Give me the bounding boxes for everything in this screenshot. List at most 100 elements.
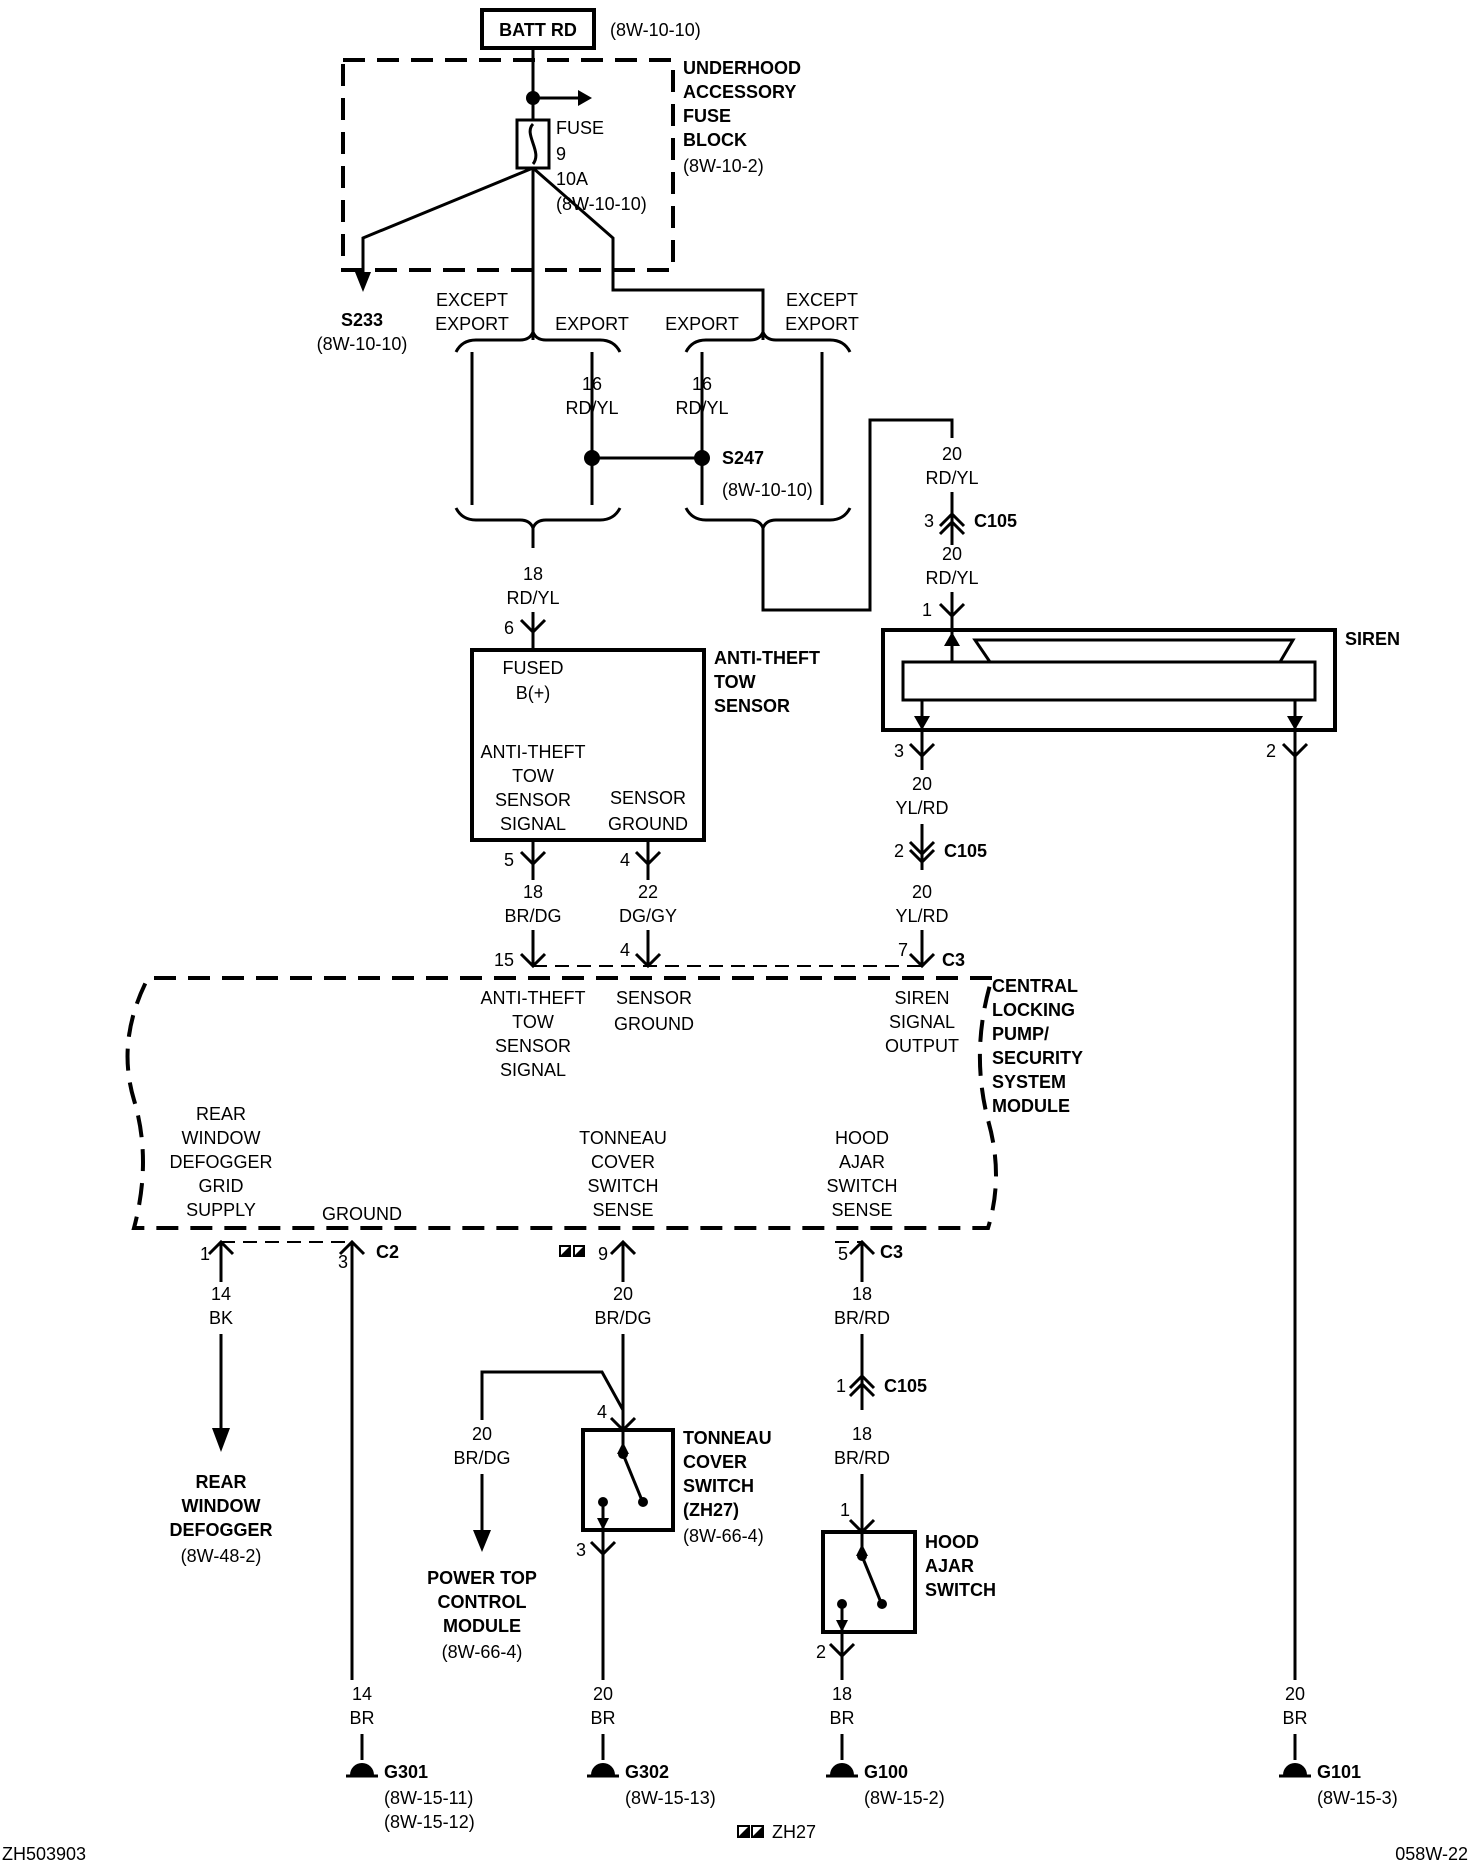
svg-text:FUSE: FUSE — [556, 118, 604, 138]
svg-text:UNDERHOOD: UNDERHOOD — [683, 58, 801, 78]
defogger-name: REAR WINDOW DEFOGGER — [169, 1472, 272, 1540]
g302-name: G302 — [625, 1762, 669, 1782]
svg-text:RD/YL: RD/YL — [506, 588, 559, 608]
tow-pin-5: 5 — [504, 850, 514, 870]
module-name: CENTRAL LOCKING PUMP/ SECURITY SYSTEM MO… — [992, 976, 1083, 1116]
svg-text:BR/DG: BR/DG — [594, 1308, 651, 1328]
siren-pin-3-connector — [908, 742, 936, 759]
svg-text:ANTI-THEFT: ANTI-THEFT — [481, 988, 586, 1008]
g100-ref: (8W-15-2) — [864, 1788, 945, 1808]
tonneau-pin-3: 3 — [576, 1540, 586, 1560]
g101-ref: (8W-15-3) — [1317, 1788, 1398, 1808]
c3-pin-5: 5 — [838, 1244, 848, 1264]
option-bracket-right — [684, 327, 852, 353]
svg-text:10A: 10A — [556, 169, 588, 189]
wire-20-br-g302: 20 BR — [590, 1684, 615, 1728]
svg-text:18: 18 — [852, 1284, 872, 1304]
s247-ref: (8W-10-10) — [722, 480, 813, 500]
svg-text:HOOD: HOOD — [835, 1128, 889, 1148]
hood-pin-1: 1 — [840, 1500, 850, 1520]
g101-name: G101 — [1317, 1762, 1361, 1782]
siren-pin-2: 2 — [1266, 741, 1276, 761]
s233-name: S233 — [341, 310, 383, 330]
svg-text:SWITCH: SWITCH — [683, 1476, 754, 1496]
svg-text:SIREN: SIREN — [894, 988, 949, 1008]
svg-text:22: 22 — [638, 882, 658, 902]
s247-name: S247 — [722, 448, 764, 468]
wire-20-brdg: 20 BR/DG — [594, 1284, 651, 1328]
svg-text:GROUND: GROUND — [614, 1014, 694, 1034]
power-top-arrow — [473, 1530, 491, 1552]
hood-pin-2: 2 — [816, 1642, 826, 1662]
svg-text:FUSED: FUSED — [502, 658, 563, 678]
option-export-left: EXPORT — [555, 314, 629, 334]
svg-text:BR: BR — [349, 1708, 374, 1728]
svg-text:SECURITY: SECURITY — [992, 1048, 1083, 1068]
svg-text:BLOCK: BLOCK — [683, 130, 747, 150]
s233-ref: (8W-10-10) — [317, 334, 408, 354]
c2-pin-1: 1 — [200, 1244, 210, 1264]
c105-pin-1: 1 — [836, 1376, 846, 1396]
module-siren-output-label: SIREN SIGNAL OUTPUT — [885, 988, 959, 1056]
svg-text:GRID: GRID — [199, 1176, 244, 1196]
svg-text:SENSOR: SENSOR — [495, 790, 571, 810]
fuse-block-name: UNDERHOOD ACCESSORY FUSE BLOCK (8W-10-2) — [683, 58, 801, 176]
tow-pin-6: 6 — [504, 618, 514, 638]
tonneau-pin-4: 4 — [597, 1402, 607, 1422]
svg-text:20: 20 — [472, 1424, 492, 1444]
zh27-code-label: ZH27 — [772, 1822, 816, 1842]
option-bracket-lower-right — [684, 507, 852, 533]
svg-text:SENSOR: SENSOR — [495, 1036, 571, 1056]
svg-text:MODULE: MODULE — [992, 1096, 1070, 1116]
svg-text:SENSE: SENSE — [831, 1200, 892, 1220]
wire-18-br-g100: 18 BR — [829, 1684, 854, 1728]
tonneau-switch-symbol — [597, 1430, 648, 1530]
hood-switch-box — [821, 1530, 917, 1634]
g301-ground-icon — [346, 1763, 378, 1778]
batt-rd-box — [480, 8, 596, 50]
svg-text:SWITCH: SWITCH — [588, 1176, 659, 1196]
tonneau-switch-name: TONNEAU COVER SWITCH (ZH27) — [683, 1428, 772, 1520]
svg-text:(ZH27): (ZH27) — [683, 1500, 739, 1520]
svg-text:YL/RD: YL/RD — [895, 798, 948, 818]
siren-body — [901, 660, 1317, 702]
svg-text:TONNEAU: TONNEAU — [683, 1428, 772, 1448]
hood-switch-symbol — [836, 1532, 887, 1632]
defogger-ref: (8W-48-2) — [181, 1546, 262, 1566]
batt-rd-label: BATT RD — [499, 20, 577, 40]
footer-left-id: ZH503903 — [2, 1844, 86, 1864]
module-pin-15-connector — [519, 952, 547, 969]
c105-label-1: C105 — [974, 511, 1017, 531]
svg-text:18: 18 — [832, 1684, 852, 1704]
option-bracket-left — [454, 327, 622, 353]
svg-text:18: 18 — [852, 1424, 872, 1444]
svg-text:BK: BK — [209, 1308, 233, 1328]
g302-ref: (8W-15-13) — [625, 1788, 716, 1808]
svg-text:20: 20 — [593, 1684, 613, 1704]
module-sensor-ground-label: SENSOR GROUND — [614, 988, 694, 1034]
wire-18-brdg: 18 BR/DG — [504, 882, 561, 926]
g100-ground-icon — [826, 1763, 858, 1778]
svg-text:CONTROL: CONTROL — [438, 1592, 527, 1612]
wire-20-rdyl-top: 20 RD/YL — [925, 444, 978, 488]
module-pin-7-connector — [908, 952, 936, 969]
svg-text:AJAR: AJAR — [839, 1152, 885, 1172]
option-except-export-right: EXCEPT EXPORT — [785, 290, 859, 334]
tonneau-pin-3-connector — [589, 1540, 617, 1557]
svg-text:SIGNAL: SIGNAL — [500, 1060, 566, 1080]
svg-text:20: 20 — [912, 774, 932, 794]
hood-pin-2-connector — [828, 1642, 856, 1659]
svg-text:POWER TOP: POWER TOP — [427, 1568, 537, 1588]
svg-text:(8W-10-10): (8W-10-10) — [556, 194, 647, 214]
wire-18-brrd-top: 18 BR/RD — [834, 1284, 890, 1328]
svg-text:SENSOR: SENSOR — [714, 696, 790, 716]
fuse-9-label: FUSE 9 10A (8W-10-10) — [556, 118, 647, 214]
c105-pin-2-connector — [908, 840, 936, 865]
c105-pin-2: 2 — [894, 841, 904, 861]
svg-text:EXCEPT: EXCEPT — [786, 290, 858, 310]
c2-pin-3: 3 — [338, 1252, 348, 1272]
s233-arrow — [355, 272, 371, 292]
svg-text:14: 14 — [352, 1684, 372, 1704]
svg-text:TOW: TOW — [714, 672, 756, 692]
svg-text:SWITCH: SWITCH — [925, 1580, 996, 1600]
